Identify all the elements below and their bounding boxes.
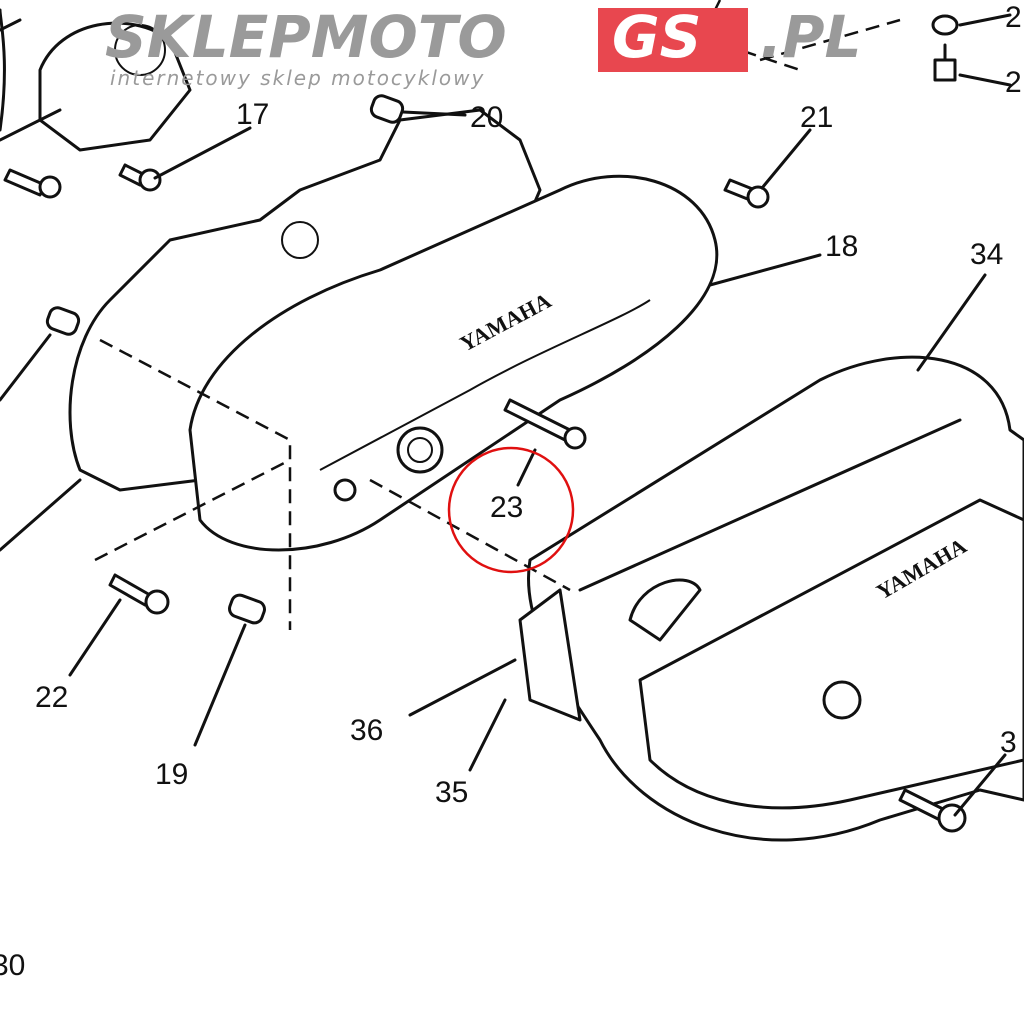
label-21: 21	[800, 101, 833, 134]
svg-text:.PL: .PL	[760, 3, 862, 71]
label-36: 36	[350, 714, 383, 747]
svg-text:SKLEPMOTO: SKLEPMOTO	[105, 3, 507, 71]
crankcase-cover-1-part: YAMAHA	[188, 174, 719, 552]
crankcase-cover-part	[0, 8, 192, 152]
label-35: 35	[435, 776, 468, 809]
crankcase-cover-2-part: YAMAHA	[518, 355, 1024, 842]
label-23: 23	[490, 491, 523, 524]
label-2a: 2	[1005, 1, 1022, 34]
highlight-circle	[447, 446, 575, 574]
leader-lines	[0, 110, 1007, 817]
label-17: 17	[236, 98, 269, 131]
svg-text:GS: GS	[612, 3, 701, 71]
washer-bolt-parts	[931, 13, 1012, 87]
screw-parts	[3, 94, 967, 833]
label-18: 18	[825, 230, 858, 263]
label-20: 20	[470, 101, 503, 134]
label-19: 19	[155, 758, 188, 791]
part-number-labels: 20 17 21 18 34 23 22 36 19 35 3 2 2 30	[0, 1, 1022, 982]
label-22: 22	[35, 681, 68, 714]
watermark-logo: SKLEPMOTO GS .PL internetowy sklep motoc…	[105, 3, 862, 90]
label-34: 34	[970, 238, 1003, 271]
svg-text:internetowy sklep motocyklowy: internetowy sklep motocyklowy	[110, 66, 485, 90]
label-3: 3	[1000, 726, 1017, 759]
label-2b: 2	[1005, 66, 1022, 99]
label-30: 30	[0, 949, 25, 982]
